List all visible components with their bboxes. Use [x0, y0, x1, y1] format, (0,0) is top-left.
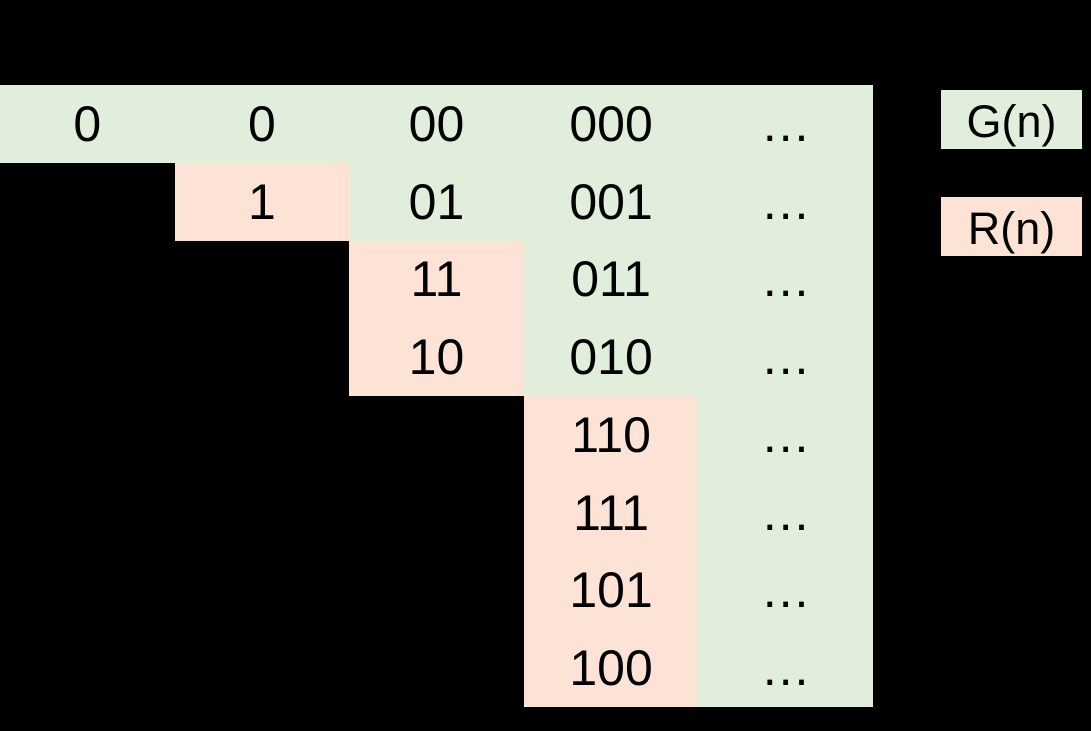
- grid-empty-r5-c2: [349, 474, 524, 552]
- legend-label-gn: G(n): [966, 96, 1057, 147]
- grid-cell-r3-c2: 10: [349, 318, 524, 396]
- grid-cell-r5-c4: …: [698, 473, 873, 552]
- grid-cell-r0-c2: 00: [349, 85, 524, 163]
- grid-empty-r4-c2: [349, 396, 524, 474]
- grid-cell-r3-c4: …: [698, 318, 873, 396]
- grid-cell-r0-c1: 0: [174, 85, 350, 163]
- grid-empty-r6-c1: [175, 552, 350, 630]
- grid-cell-r2-c3: 011: [523, 240, 699, 319]
- grid-cell-r5-c3: 111: [523, 473, 699, 552]
- legend-item-rn: R(n): [941, 197, 1082, 256]
- grid-cell-r1-c3: 001: [523, 162, 699, 241]
- grid-empty-r4-c0: [0, 396, 175, 474]
- grid-cell-r3-c3: 010: [523, 318, 699, 396]
- grid-empty-r3-c0: [0, 318, 175, 396]
- grid-empty-r7-c1: [175, 629, 350, 707]
- grid-cell-r1-c4: …: [698, 162, 873, 241]
- grid-cell-r1-c2: 01: [349, 162, 524, 241]
- grid-empty-r4-c1: [175, 396, 350, 474]
- legend-label-rn: R(n): [967, 203, 1056, 254]
- grid-cell-r6-c4: …: [698, 551, 873, 630]
- legend-item-gn: G(n): [941, 90, 1082, 149]
- grid-cell-r2-c4: …: [698, 240, 873, 319]
- grid-empty-r3-c1: [175, 318, 350, 396]
- grid-cell-r0-c3: 000: [523, 85, 699, 163]
- grid-cell-r0-c4: …: [698, 85, 873, 163]
- grid-cell-r0-c0: 0: [0, 85, 175, 163]
- grid-cell-r4-c3: 110: [523, 396, 699, 474]
- grid-empty-r7-c0: [0, 629, 175, 707]
- grid-empty-r6-c2: [349, 552, 524, 630]
- legend: G(n) R(n): [941, 90, 1082, 256]
- grid-cell-r1-c1: 1: [174, 162, 350, 241]
- grid-cell-r7-c4: …: [698, 629, 873, 707]
- grid-empty-r2-c1: [175, 241, 350, 319]
- grid-cell-r7-c3: 100: [523, 629, 699, 707]
- grid-empty-r2-c0: [0, 241, 175, 319]
- grid-empty-r1-c0: [0, 163, 175, 241]
- grid-empty-r5-c0: [0, 474, 175, 552]
- grid-cell-r4-c4: …: [698, 396, 873, 474]
- grid-empty-r6-c0: [0, 552, 175, 630]
- grid-empty-r5-c1: [175, 474, 350, 552]
- grid-cell-r2-c2: 11: [349, 240, 524, 319]
- grid-cell-r6-c3: 101: [523, 551, 699, 630]
- grid-empty-r7-c2: [349, 629, 524, 707]
